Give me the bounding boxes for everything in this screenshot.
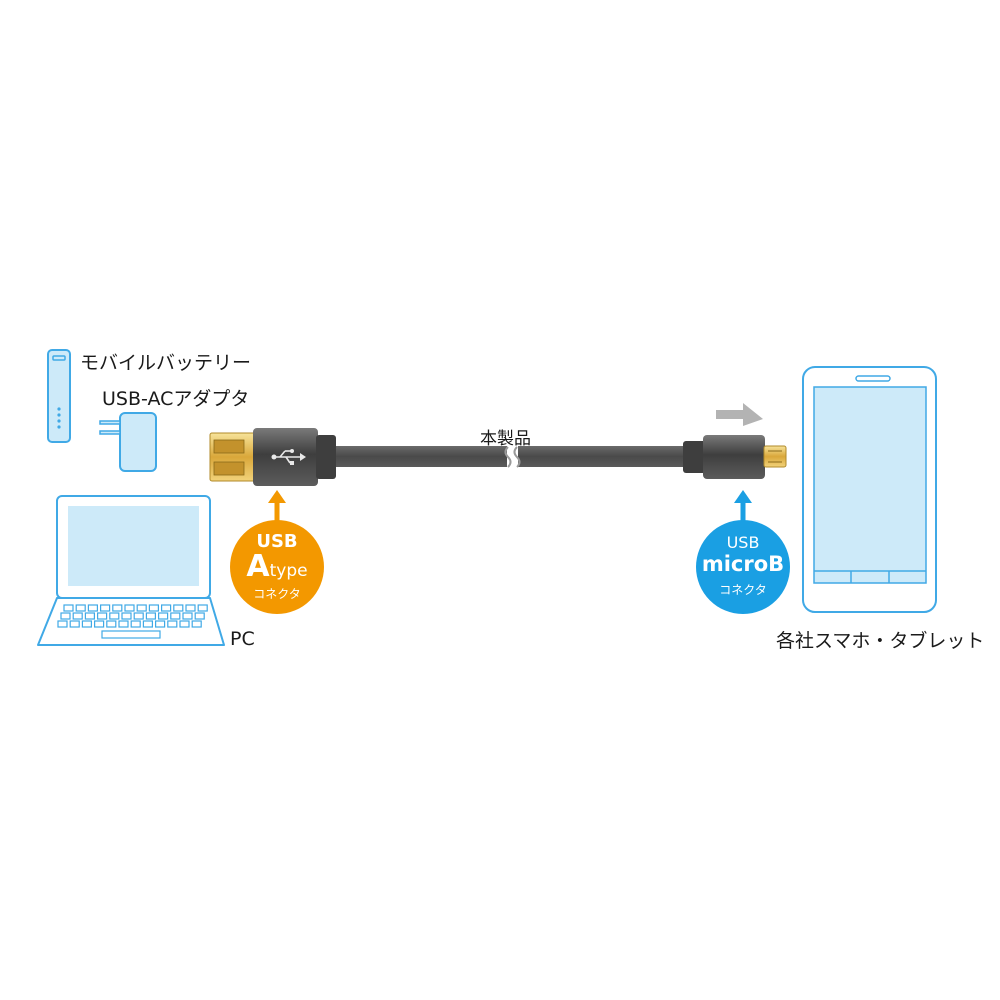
keyboard-key — [75, 604, 86, 612]
keyboard-key — [109, 612, 120, 620]
laptop-icon — [37, 495, 225, 646]
mobile-battery-icon — [47, 349, 71, 443]
usb-a-badge — [230, 520, 324, 614]
keyboard-key — [87, 604, 99, 612]
usb-a-badge-line2: Atype — [222, 549, 332, 584]
keyboard-key — [173, 604, 184, 612]
product-label: 本製品 — [480, 429, 531, 449]
keyboard-key — [57, 620, 68, 628]
keyboard-key — [69, 620, 80, 628]
keyboard-key — [194, 612, 205, 620]
keyboard-key — [72, 612, 83, 620]
keyboard-key — [133, 612, 144, 620]
keyboard-key — [155, 620, 166, 628]
micro-b-badge-line1: USB — [726, 533, 760, 552]
keyboard-key — [161, 604, 172, 612]
ac-adapter-icon — [99, 412, 157, 472]
keyboard-key — [182, 612, 193, 620]
keyboard-key — [145, 612, 156, 620]
keyboard-key — [185, 604, 196, 612]
micro-b-badge — [696, 520, 790, 614]
keyboard-key — [124, 604, 135, 612]
keyboard-key — [191, 620, 202, 628]
usb-a-badge-line3: コネクタ — [253, 587, 301, 601]
keyboard-key — [136, 604, 147, 612]
usb-a-pointer-arrow — [268, 490, 286, 521]
micro-b-connector — [683, 435, 787, 479]
keyboard-key — [170, 612, 181, 620]
keyboard-key — [148, 604, 159, 612]
keyboard-key — [158, 612, 169, 620]
keyboard-key — [130, 620, 141, 628]
usb-a-type-letter: A — [246, 549, 270, 584]
usb-a-badge-line1: USB — [256, 531, 298, 552]
usb-a-type-word: type — [269, 561, 308, 581]
keyboard-key — [81, 620, 93, 628]
mobile-battery-label: モバイルバッテリー — [80, 352, 252, 374]
keyboard-key — [84, 612, 96, 620]
usb-a-connector — [209, 428, 336, 486]
micro-b-badge-line3: コネクタ — [719, 583, 767, 597]
keyboard-key — [63, 604, 74, 612]
keyboard-key — [99, 604, 111, 612]
keyboard-key — [121, 612, 132, 620]
micro-b-badge-line2: microB — [701, 552, 785, 576]
keyboard-key — [60, 612, 71, 620]
keyboard-key — [179, 620, 190, 628]
keyboard-key — [167, 620, 178, 628]
keyboard-key — [142, 620, 153, 628]
keyboard-key — [106, 620, 117, 628]
usb-cable — [334, 446, 686, 468]
ac-adapter-label: USB-ACアダプタ — [102, 388, 250, 410]
keyboard-key — [93, 620, 105, 628]
micro-b-pointer-arrow — [734, 490, 752, 521]
smartphone-label: 各社スマホ・タブレット — [776, 630, 985, 652]
keyboard-key — [96, 612, 108, 620]
keyboard-key — [197, 604, 208, 612]
keyboard-key — [118, 620, 129, 628]
keyboard-key — [112, 604, 123, 612]
pc-label: PC — [230, 628, 255, 650]
usb-symbol-icon — [271, 449, 306, 465]
smartphone-icon — [802, 366, 937, 613]
insert-arrow-icon — [716, 403, 763, 426]
